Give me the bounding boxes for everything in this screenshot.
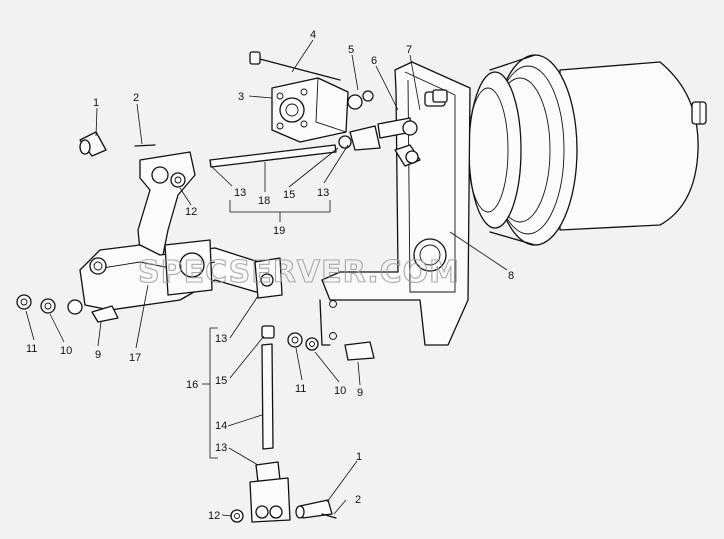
callout-18: 18 — [258, 195, 270, 207]
group-brackets — [202, 200, 331, 459]
callout-7: 7 — [406, 44, 412, 56]
callout-5: 5 — [348, 44, 354, 56]
lever-arm — [67, 151, 283, 323]
callout-6: 6 — [371, 55, 377, 67]
callout-11-right: 11 — [295, 383, 306, 395]
rod-assembly-upper — [209, 117, 421, 168]
callout-12-upper: 12 — [185, 206, 197, 218]
leader-lines — [25, 39, 508, 517]
callout-17: 17 — [129, 352, 141, 364]
callout-10-left: 10 — [60, 345, 72, 357]
callout-labels: 1 2 3 4 5 6 7 8 9 9 10 10 11 11 12 12 13… — [26, 29, 514, 522]
loose-parts — [16, 89, 448, 523]
callout-9-right: 9 — [357, 387, 363, 399]
callout-16: 16 — [186, 379, 198, 391]
callout-15-upper: 15 — [283, 189, 295, 201]
callout-11-left: 11 — [26, 343, 37, 355]
callout-13-upper-right: 13 — [317, 187, 329, 199]
callout-14: 14 — [215, 420, 227, 432]
callout-13-upper-left: 13 — [234, 187, 246, 199]
valve-block — [249, 51, 374, 143]
callout-9-left: 9 — [95, 349, 101, 361]
callout-13-lower: 13 — [215, 442, 227, 454]
brake-chamber — [467, 54, 707, 246]
callout-13-mid: 13 — [215, 333, 227, 345]
callout-2-lower: 2 — [355, 494, 361, 506]
callout-1-lower: 1 — [356, 451, 362, 463]
callout-8: 8 — [508, 270, 514, 282]
mounting-bracket — [319, 61, 471, 346]
callout-15-lower: 15 — [215, 375, 227, 387]
callout-3: 3 — [238, 91, 244, 103]
callout-19: 19 — [273, 225, 285, 237]
callout-4: 4 — [310, 29, 316, 41]
watermark-text: SPECSERVER.COM — [138, 255, 460, 290]
callout-10-right: 10 — [334, 385, 346, 397]
callout-12-lower: 12 — [208, 510, 220, 522]
callout-2: 2 — [133, 92, 139, 104]
callout-1: 1 — [93, 97, 99, 109]
